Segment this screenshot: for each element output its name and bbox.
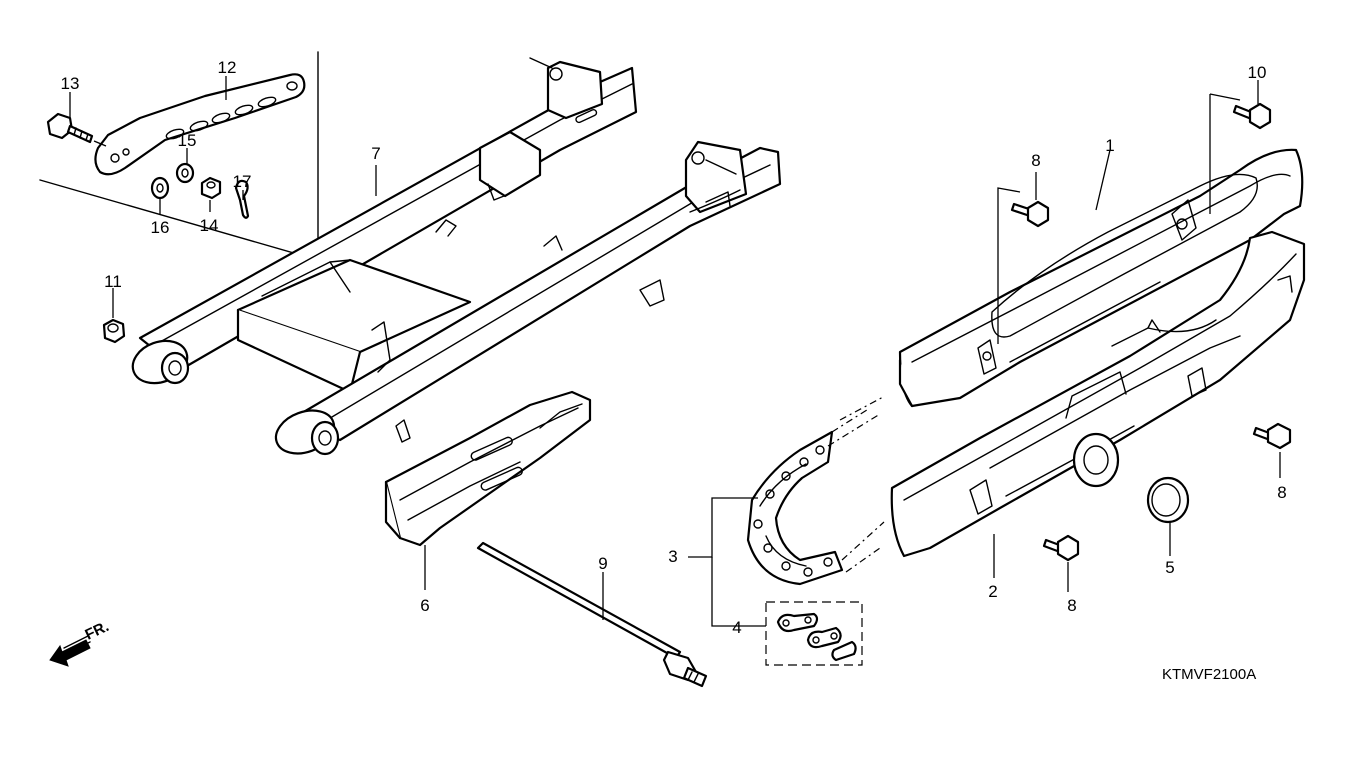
part-13-bolt[interactable]	[46, 112, 107, 147]
part-14-nut[interactable]	[200, 176, 222, 200]
callout-1[interactable]: 1	[1105, 136, 1114, 155]
part-7-swingarm[interactable]	[127, 57, 782, 461]
callout-3[interactable]: 3	[668, 547, 677, 566]
callouts: 1 2 3 4 5 6 7 8 8 8 9 10 11 12 13 14 15 …	[61, 58, 1287, 637]
callout-13[interactable]: 13	[61, 74, 80, 93]
callout-6[interactable]: 6	[420, 596, 429, 615]
part-17-cotter-pin[interactable]	[234, 179, 250, 219]
part-10-bolt[interactable]	[1232, 102, 1272, 130]
part-16-washer[interactable]	[150, 176, 170, 200]
callout-2[interactable]: 2	[988, 582, 997, 601]
part-6-chain-slider[interactable]	[384, 390, 592, 547]
callout-5[interactable]: 5	[1165, 558, 1174, 577]
callout-11[interactable]: 11	[104, 272, 122, 291]
callout-16[interactable]: 16	[151, 218, 170, 237]
part-4-master-link[interactable]	[765, 601, 863, 666]
part-3-drive-chain[interactable]	[746, 395, 886, 586]
part-8-bolt-lower[interactable]	[1042, 534, 1080, 562]
callout-9[interactable]: 9	[598, 554, 607, 573]
callout-10[interactable]: 10	[1248, 63, 1267, 82]
part-11-nut[interactable]	[102, 318, 126, 344]
callout-4[interactable]: 4	[732, 618, 741, 637]
callout-17[interactable]: 17	[233, 172, 252, 191]
part-12-bracket[interactable]	[94, 73, 306, 176]
part-9-axle[interactable]	[476, 541, 708, 688]
part-8-bolt-upper[interactable]	[1010, 200, 1050, 228]
callout-15[interactable]: 15	[178, 131, 197, 150]
callout-12[interactable]: 12	[218, 58, 237, 77]
leader-lines	[69, 76, 1281, 627]
part-5-cap[interactable]	[1146, 476, 1190, 524]
part-1-upper-chain-case[interactable]	[898, 148, 1304, 408]
front-direction-arrow: FR.	[49, 618, 112, 667]
direction-label: FR.	[83, 618, 112, 644]
part-2-lower-chain-case[interactable]	[890, 230, 1306, 558]
callout-8-right[interactable]: 8	[1277, 483, 1286, 502]
part-15-washer[interactable]	[175, 162, 195, 184]
callout-8-lower[interactable]: 8	[1067, 596, 1076, 615]
callout-14[interactable]: 14	[200, 216, 219, 235]
callout-7[interactable]: 7	[371, 144, 380, 163]
part-8-bolt-right[interactable]	[1252, 422, 1292, 450]
diagram-code: KTMVF2100A	[1162, 666, 1256, 683]
callout-8-upper[interactable]: 8	[1031, 151, 1040, 170]
